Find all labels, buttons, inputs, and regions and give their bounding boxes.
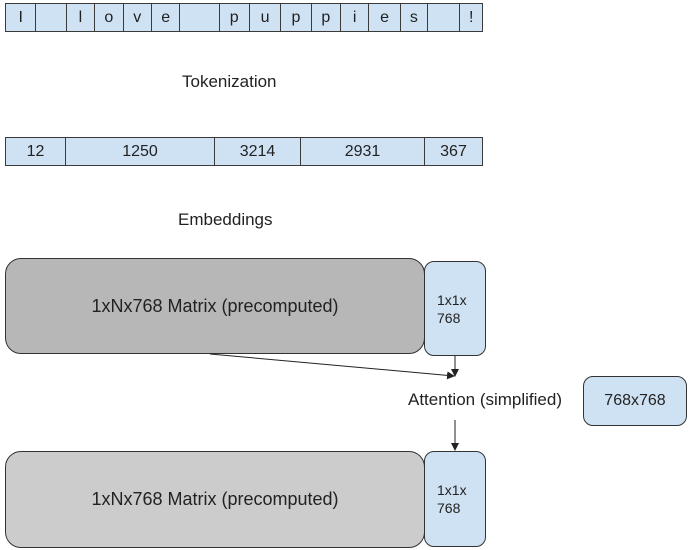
character-cell: e (150, 3, 180, 32)
matrix-bottom-label: 1xNx768 Matrix (precomputed) (91, 489, 339, 509)
character-cell: v (122, 3, 151, 32)
character-cell: l (65, 3, 95, 32)
character-cell: I (5, 3, 36, 32)
weight-matrix: 768x768 (583, 376, 687, 426)
attention-label: Attention (simplified) (408, 390, 563, 409)
token-row: 12 1250 3214 2931 367 (5, 137, 483, 166)
tokenization-label: Tokenization (182, 72, 277, 91)
vector-bottom-label: 1x1x 768 (437, 482, 467, 516)
vector-bottom: 1x1x 768 (424, 451, 486, 547)
matrix-top: 1xNx768 Matrix (precomputed) (5, 258, 425, 354)
character-cell: s (399, 3, 428, 32)
character-cell (179, 3, 219, 32)
character-cell: o (94, 3, 123, 32)
token-cell: 3214 (214, 137, 300, 166)
vector-top: 1x1x 768 (424, 261, 486, 356)
character-cell: p (280, 3, 311, 32)
matrix-bottom: 1xNx768 Matrix (precomputed) (5, 451, 425, 548)
token-cell: 1250 (65, 137, 214, 166)
character-cell: ! (459, 3, 483, 32)
token-cell: 367 (424, 137, 483, 166)
character-cell (427, 3, 460, 32)
character-cell: p (310, 3, 340, 32)
matrix-top-label: 1xNx768 Matrix (precomputed) (91, 295, 339, 316)
character-cell: u (248, 3, 281, 32)
character-cell: p (218, 3, 249, 32)
vector-top-label: 1x1x 768 (437, 291, 467, 326)
token-cell: 2931 (300, 137, 424, 166)
arrow-matrix-to-attention (209, 353, 455, 380)
character-cell (35, 3, 66, 32)
character-cell: e (368, 3, 400, 32)
character-cell: i (339, 3, 369, 32)
token-cell: 12 (5, 137, 65, 166)
weight-label: 768x768 (604, 392, 666, 409)
embeddings-label: Embeddings (178, 210, 273, 229)
